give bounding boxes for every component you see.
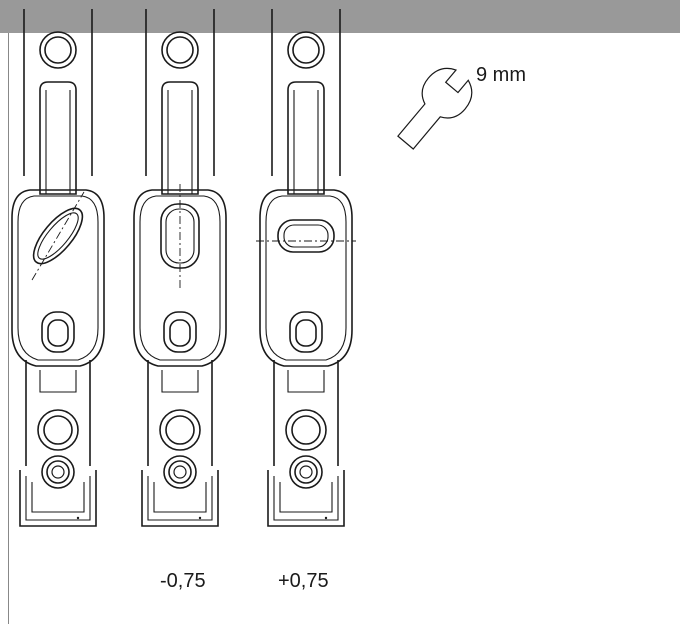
wrench-icon: [397, 67, 473, 150]
hinge-vertical: [133, 8, 227, 527]
adjust-minus-label: -0,75: [160, 570, 206, 592]
adjust-plus-label: +0,75: [278, 570, 329, 592]
hinge-horizontal: [256, 8, 356, 527]
wrench-size-label: 9 mm: [476, 64, 526, 86]
left-border-rule: [8, 33, 9, 624]
hinge-diagonal: [11, 8, 105, 527]
